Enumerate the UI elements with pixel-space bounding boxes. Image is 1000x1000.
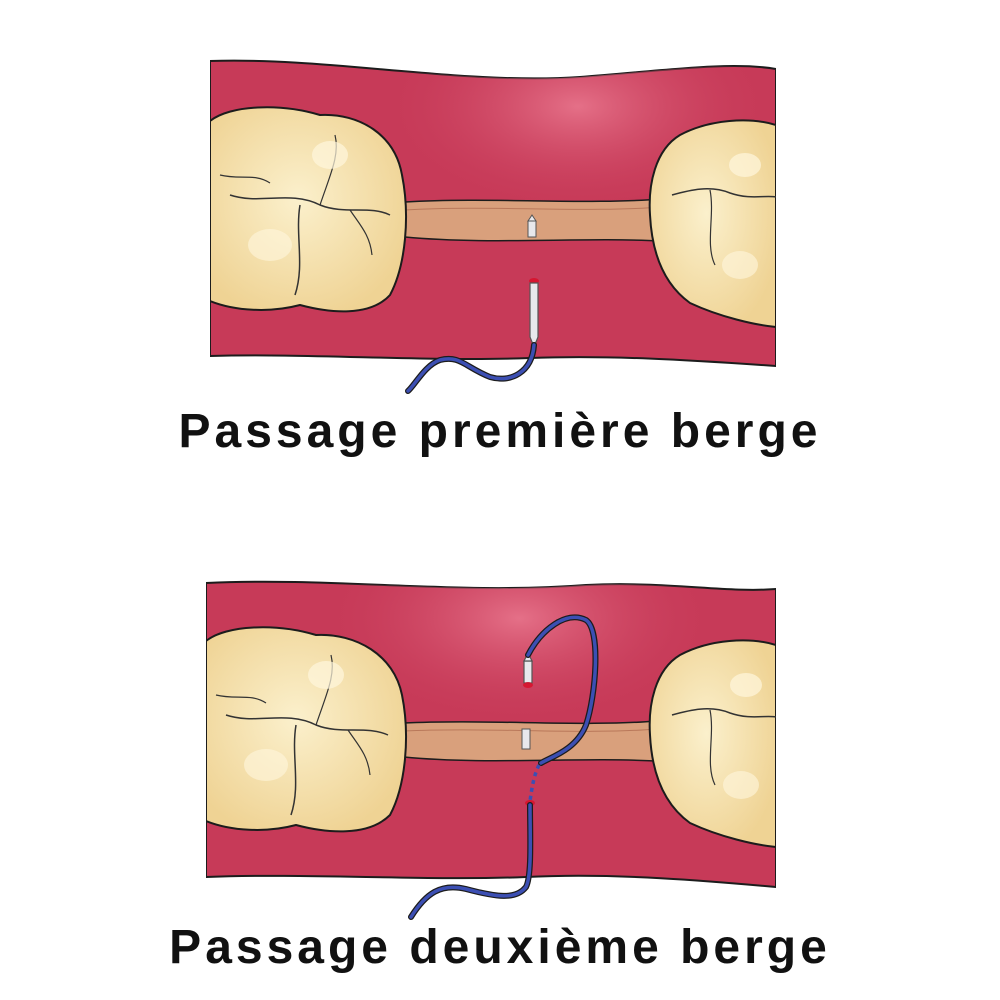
suture-thread-icon [408,614,599,920]
tooth-left-icon [206,626,407,833]
tooth-left-icon [210,106,407,313]
tooth-right-icon [648,119,776,329]
needle-tip-socket [527,214,537,238]
tooth-right-icon [648,639,776,849]
illustration-second-edge [206,580,776,920]
caption-first-edge: Passage première berge [178,405,822,458]
illustration-first-edge [210,59,776,394]
diagram-panel-first-edge [210,55,776,400]
needle-icon [529,282,539,349]
needle-tip-socket [521,728,531,750]
caption-second-edge: Passage deuxième berge [169,921,831,974]
puncture-point-upper [523,682,533,688]
diagram-panel-second-edge [206,575,776,920]
